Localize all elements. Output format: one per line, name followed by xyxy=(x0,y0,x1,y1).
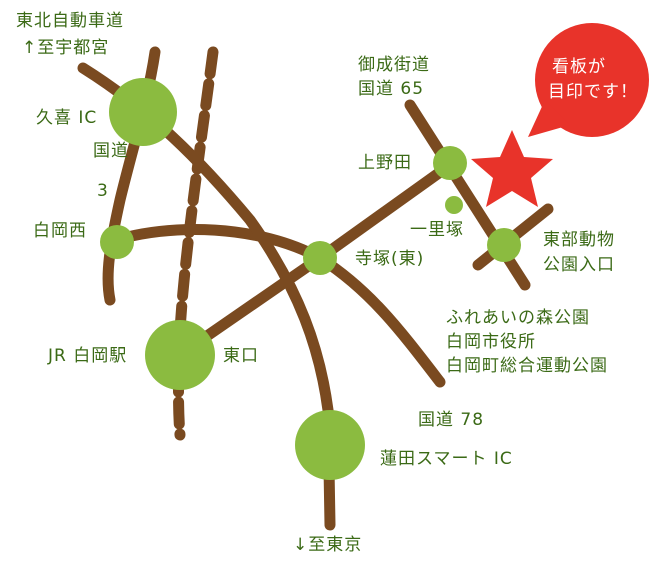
label-to-utsunomiya: ↑至宇都宮 xyxy=(22,38,110,58)
callout-line1: 看板が xyxy=(552,57,606,77)
label-kuki-ic: 久喜 IC xyxy=(36,108,98,128)
node-ichirizuka xyxy=(445,196,463,214)
node-shiraokanishi xyxy=(100,225,134,259)
label-route3-1: 国道 xyxy=(93,141,129,161)
node-hasuda-ic xyxy=(295,410,365,480)
label-hasuda-ic: 蓮田スマート IC xyxy=(380,449,513,469)
label-zoo-2: 公園入口 xyxy=(543,255,615,275)
label-to-tokyo: ↓至東京 xyxy=(293,535,363,555)
label-expressway: 東北自動車道 xyxy=(16,11,124,31)
label-higashiguchi: 東口 xyxy=(223,346,259,366)
node-jr-shiraoka xyxy=(145,320,215,390)
label-jr-shiraoka: JR 白岡駅 xyxy=(48,346,128,366)
label-route78: 国道 78 xyxy=(418,410,485,430)
label-ichirizuka: 一里塚 xyxy=(410,220,464,240)
label-onari-2: 国道 65 xyxy=(358,79,425,99)
label-shiraokanishi: 白岡西 xyxy=(33,221,87,241)
road-dashed xyxy=(173,46,219,441)
label-park-3: 白岡町総合運動公園 xyxy=(446,356,608,376)
node-terazuka xyxy=(303,241,337,275)
label-terazuka: 寺塚(東) xyxy=(355,249,425,269)
label-park-1: ふれあいの森公園 xyxy=(446,308,590,328)
label-route3-2: 3 xyxy=(97,181,109,201)
node-kuki-ic xyxy=(109,78,177,146)
callout-line2: 目印です！ xyxy=(548,82,638,102)
label-park-2: 白岡市役所 xyxy=(446,332,536,352)
label-onari-1: 御成街道 xyxy=(358,55,430,75)
label-kaminoda: 上野田 xyxy=(358,153,412,173)
star-icon xyxy=(471,130,553,207)
node-kaminoda xyxy=(433,146,467,180)
node-zoo-entrance xyxy=(487,228,521,262)
callout-bubble xyxy=(528,23,649,137)
label-zoo-1: 東部動物 xyxy=(543,230,615,250)
